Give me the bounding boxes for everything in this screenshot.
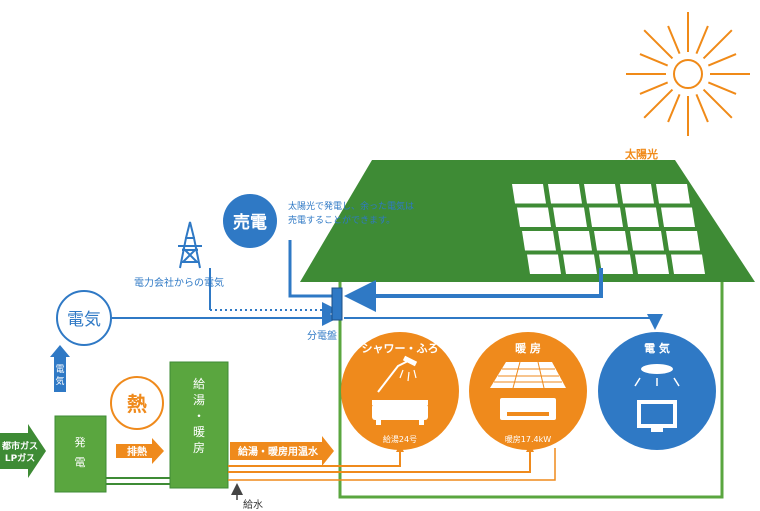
floor-heating-icon: [490, 361, 566, 389]
panel-board-icon: [331, 287, 343, 321]
pipe-heating-return: [228, 448, 556, 481]
sun-icon: [626, 12, 750, 136]
heat-node: [110, 376, 164, 430]
solar-panel-cell: [594, 231, 628, 251]
solar-panel-cell: [620, 184, 654, 204]
tank-label-char: 給: [193, 377, 205, 391]
sun-ray: [702, 88, 733, 119]
solar-panel-cell: [661, 207, 695, 227]
heating-circle: [469, 332, 587, 450]
pipe-to-shower: [228, 448, 401, 467]
panel-board-label: 分電盤: [307, 329, 337, 342]
power-node-label: 電気: [67, 310, 101, 330]
bathtub-icon: [372, 400, 428, 425]
sun-ray: [707, 81, 737, 95]
solar-panel-cell: [517, 207, 551, 227]
solar-panel-cell: [548, 184, 582, 204]
sell-note-line1: 太陽光で発電し、余った電気は: [288, 200, 414, 212]
transmission-tower-icon: [178, 221, 202, 269]
solar-panel-cell: [666, 231, 700, 251]
hot-water-tank: [169, 361, 229, 489]
shower-spec: 給湯24号: [383, 434, 417, 444]
solar-panel-cell: [589, 207, 623, 227]
ceiling-light-icon: [634, 364, 680, 387]
power-up-arrow: [50, 345, 70, 392]
sun-ray: [707, 53, 737, 67]
sun-label: 太陽光: [624, 147, 658, 161]
solar-panel-cell: [584, 184, 618, 204]
television-icon: [637, 400, 677, 432]
house-walls: [338, 282, 724, 499]
solar-panel-cell: [512, 184, 546, 204]
solar-panel-cell: [599, 254, 633, 274]
generator-unit: [54, 415, 107, 493]
heating-title: 暖 房: [515, 341, 541, 355]
tank-label: 給湯・暖房: [193, 377, 205, 455]
tank-label-char: ・: [193, 409, 205, 423]
shower-icon: [377, 355, 418, 393]
shower-circle: [341, 332, 459, 450]
heating-spec: 暖房17.4kW: [505, 434, 551, 444]
fuel-arrow: [0, 424, 46, 478]
panelboard-to-electric-line: [344, 314, 663, 330]
power-node: [56, 290, 112, 346]
exhaust-heat-label: 排熱: [127, 445, 147, 458]
solar-panel-cell: [671, 254, 705, 274]
sell-badge: [223, 194, 277, 248]
solar-panel-cell: [563, 254, 597, 274]
sell-note-line2: 売電することができます。: [288, 214, 395, 226]
solar-panel-cell: [635, 254, 669, 274]
sell-badge-label: 売電: [233, 212, 267, 233]
sun-ray: [667, 93, 681, 123]
tank-label-char: 暖: [193, 425, 205, 439]
shower-title: シャワー・ふろ: [362, 342, 439, 355]
sell-line: [288, 240, 334, 298]
sun-ray: [643, 29, 674, 60]
electric-circle: [598, 332, 716, 450]
solar-panel-cell: [527, 254, 561, 274]
exhaust-heat-arrow: [116, 438, 164, 464]
solar-panel-cell: [656, 184, 690, 204]
sun-ray: [667, 25, 681, 55]
solar-panel-cell: [630, 231, 664, 251]
solar-panel-cell: [522, 231, 556, 251]
sun-ray: [695, 93, 709, 123]
solar-panel-cell: [558, 231, 592, 251]
hot-water-arrow: [230, 436, 334, 466]
solar-panel-cell: [625, 207, 659, 227]
solar-panel-grid: [512, 184, 705, 274]
tank-label-char: 湯: [193, 393, 205, 407]
electric-title: 電 気: [644, 341, 670, 355]
hot-water-label: 給湯・暖房用温水: [238, 445, 319, 458]
sun-ray: [639, 53, 669, 67]
water-inlet-label: 給水: [243, 498, 263, 511]
generator-char2: 電: [75, 456, 86, 469]
power-up-char2: 気: [55, 375, 64, 387]
sun-ray: [702, 29, 733, 60]
pipe-to-heating: [228, 448, 531, 473]
air-conditioner-icon: [500, 398, 556, 420]
solar-panel-cell: [553, 207, 587, 227]
solar-to-panelboard-line: [344, 268, 603, 312]
sun-ray: [695, 25, 709, 55]
generator-char1: 発: [75, 435, 86, 449]
grid-label: 電力会社からの電気: [134, 276, 224, 289]
fuel-line2: LPガス: [5, 452, 35, 464]
tank-label-char: 房: [193, 440, 205, 455]
heat-label: 熱: [127, 392, 147, 416]
fuel-line1: 都市ガス: [1, 440, 38, 452]
sun-ray: [643, 88, 674, 119]
power-up-char1: 電: [55, 364, 64, 375]
sun-ray: [639, 81, 669, 95]
